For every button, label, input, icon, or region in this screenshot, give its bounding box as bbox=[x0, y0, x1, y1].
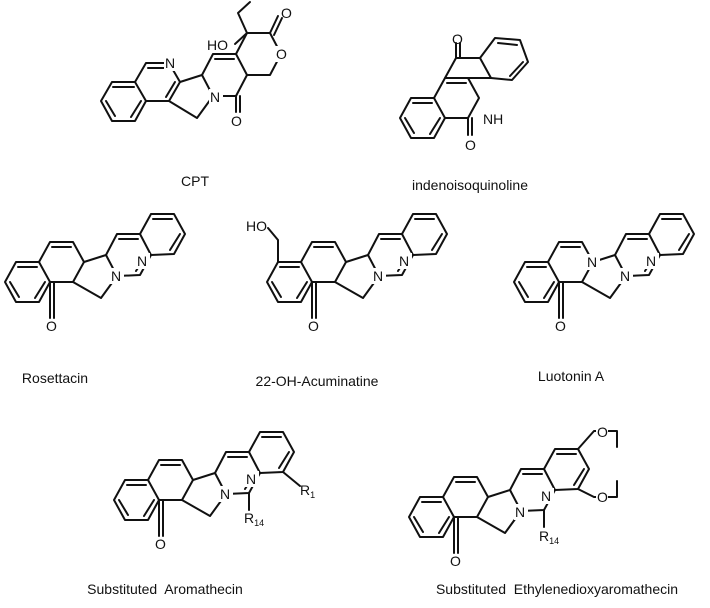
cpt-carbonyl-oxygen-top: O bbox=[281, 5, 292, 21]
ethylene-nitrogen-lactam: N bbox=[515, 504, 525, 520]
rosettacin-nitrogen-quinoline: N bbox=[137, 253, 147, 269]
acuminatine-nitrogen-quinoline: N bbox=[399, 253, 409, 269]
luotonin-nitrogen-quinazoline: N bbox=[587, 254, 597, 270]
caption-substituted-ethylenedioxyaromathecin: Substituted Ethylenedioxyaromathecin bbox=[436, 581, 678, 597]
ethylene-r14-label: R14 bbox=[539, 528, 559, 546]
cpt-nitrogen-lactam: N bbox=[210, 89, 220, 105]
acuminatine-hydroxyl: HO bbox=[246, 218, 267, 234]
molecule-luotonin-a bbox=[513, 213, 695, 319]
caption-rosettacin: Rosettacin bbox=[22, 370, 88, 386]
molecule-substituted-aromathecin bbox=[113, 431, 301, 537]
cpt-hydroxyl: HO bbox=[207, 37, 228, 53]
captions: CPT indenoisoquinoline Rosettacin 22-OH-… bbox=[22, 173, 678, 597]
aromathecin-nitrogen-quinoline: N bbox=[246, 471, 256, 487]
acuminatine-carbonyl-oxygen: O bbox=[308, 318, 319, 334]
molecule-22-oh-acuminatine bbox=[266, 213, 448, 319]
caption-luotonin-a: Luotonin A bbox=[538, 368, 605, 384]
atom-labels: N N O O O HO O NH O N N O N N O HO N N N… bbox=[46, 5, 659, 569]
molecule-rosettacin bbox=[4, 213, 186, 319]
luotonin-carbonyl-oxygen: O bbox=[555, 318, 566, 334]
caption-22-oh-acuminatine: 22-OH-Acuminatine bbox=[256, 373, 379, 389]
caption-substituted-aromathecin: Substituted Aromathecin bbox=[87, 581, 243, 597]
caption-cpt: CPT bbox=[181, 173, 209, 189]
luotonin-nitrogen-lactam: N bbox=[620, 268, 630, 284]
molecule-indenoisoquinoline bbox=[399, 37, 529, 139]
ethylene-dioxy-oxygen-bottom: O bbox=[597, 489, 608, 505]
rosettacin-nitrogen-lactam: N bbox=[111, 268, 121, 284]
molecule-substituted-ethylenedioxyaromathecin bbox=[408, 430, 618, 554]
molecule-cpt bbox=[100, 1, 283, 122]
aromathecin-nitrogen-lactam: N bbox=[220, 486, 230, 502]
rosettacin-carbonyl-oxygen: O bbox=[46, 318, 57, 334]
acuminatine-nitrogen-lactam: N bbox=[373, 268, 383, 284]
ethylene-nitrogen-quinoline: N bbox=[541, 488, 551, 504]
aromathecin-carbonyl-oxygen: O bbox=[155, 536, 166, 552]
indeno-carbonyl-oxygen-top: O bbox=[452, 31, 463, 47]
ethylene-dioxy-oxygen-top: O bbox=[597, 424, 608, 440]
cpt-carbonyl-oxygen-bottom: O bbox=[231, 113, 242, 129]
aromathecin-r1-label: R1 bbox=[300, 482, 315, 500]
luotonin-nitrogen-quinoline: N bbox=[646, 253, 656, 269]
indeno-carbonyl-oxygen-bottom: O bbox=[465, 137, 476, 153]
ethylene-carbonyl-oxygen: O bbox=[450, 553, 461, 569]
indeno-nh: NH bbox=[483, 111, 503, 127]
cpt-nitrogen-quinoline: N bbox=[165, 55, 175, 71]
cpt-ring-oxygen: O bbox=[276, 46, 287, 62]
aromathecin-r14-label: R14 bbox=[244, 510, 264, 528]
caption-indenoisoquinoline: indenoisoquinoline bbox=[412, 177, 528, 193]
